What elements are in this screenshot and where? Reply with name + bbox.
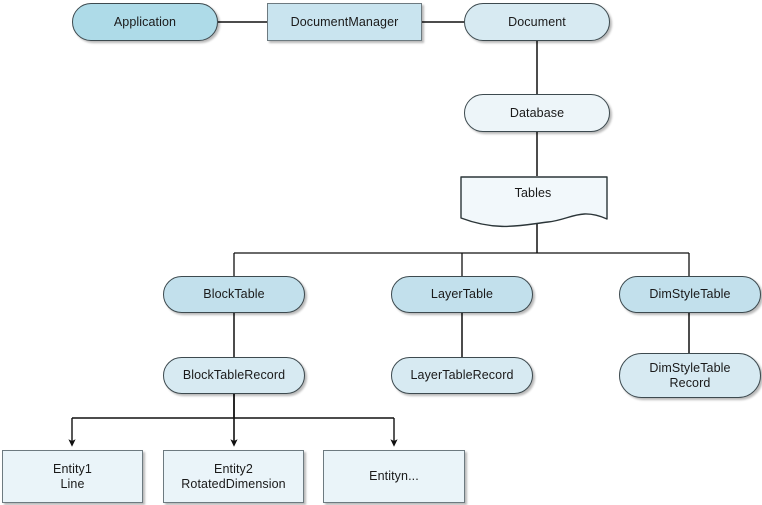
node-block-table-record-label: BlockTableRecord bbox=[182, 368, 286, 382]
node-entityn[interactable]: Entityn... bbox=[323, 450, 465, 503]
document-shape-icon bbox=[460, 176, 608, 228]
node-layer-table[interactable]: LayerTable bbox=[391, 276, 533, 313]
node-dim-style-table-record-label: DimStyleTable Record bbox=[649, 360, 731, 390]
node-layer-table-record[interactable]: LayerTableRecord bbox=[391, 357, 533, 394]
node-database-label: Database bbox=[509, 105, 565, 120]
node-entityn-label: Entityn... bbox=[369, 469, 419, 483]
node-application-label: Application bbox=[113, 14, 177, 29]
node-dim-style-table[interactable]: DimStyleTable bbox=[619, 276, 761, 313]
node-entity1-label: Entity1 Line bbox=[53, 461, 92, 491]
node-document-label: Document bbox=[508, 14, 566, 29]
node-entity1[interactable]: Entity1 Line bbox=[2, 450, 143, 503]
node-block-table-label: BlockTable bbox=[203, 287, 265, 301]
node-block-table-record[interactable]: BlockTableRecord bbox=[163, 357, 305, 394]
node-document-manager-label: DocumentManager bbox=[290, 14, 399, 29]
node-entity2[interactable]: Entity2 RotatedDimension bbox=[163, 450, 304, 503]
node-database[interactable]: Database bbox=[464, 94, 610, 132]
node-entity2-label: Entity2 RotatedDimension bbox=[181, 461, 286, 491]
node-tables-label: Tables bbox=[514, 186, 552, 200]
node-tables[interactable]: Tables bbox=[460, 176, 608, 228]
node-document-manager[interactable]: DocumentManager bbox=[267, 3, 422, 41]
node-layer-table-label: LayerTable bbox=[430, 287, 494, 301]
node-application[interactable]: Application bbox=[72, 3, 218, 41]
node-document[interactable]: Document bbox=[464, 3, 610, 41]
node-dim-style-table-record[interactable]: DimStyleTable Record bbox=[619, 353, 761, 398]
node-dim-style-table-label: DimStyleTable bbox=[649, 287, 731, 301]
node-layer-table-record-label: LayerTableRecord bbox=[410, 368, 514, 382]
node-block-table[interactable]: BlockTable bbox=[163, 276, 305, 313]
